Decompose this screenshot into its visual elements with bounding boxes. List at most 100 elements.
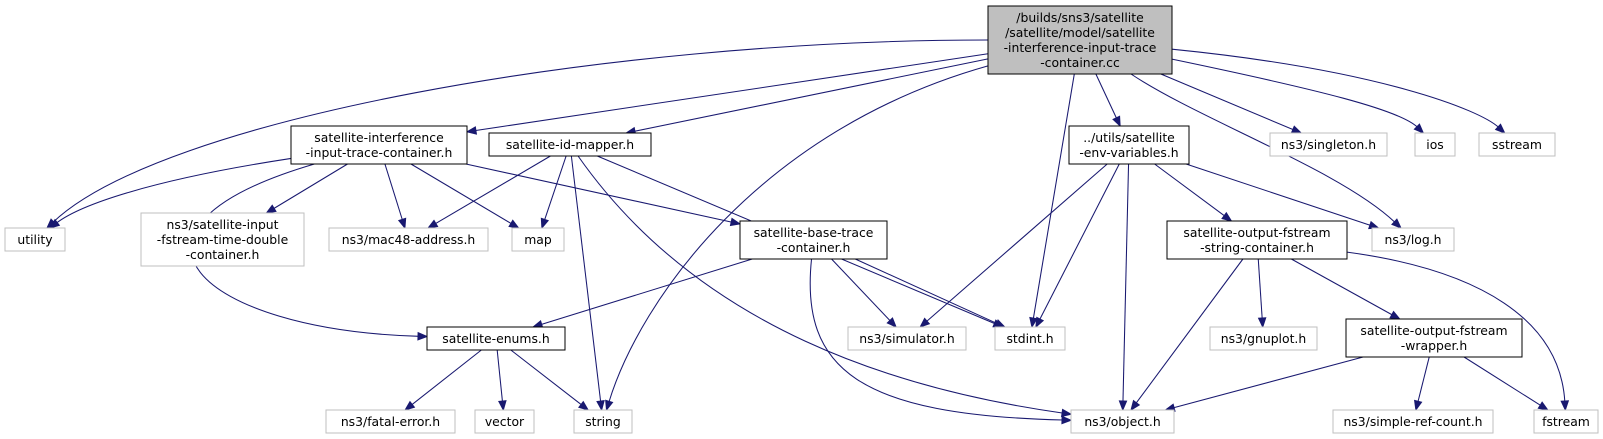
- node-box: [987, 5, 1173, 75]
- node-box: [328, 227, 489, 252]
- edge-root-to-stdint-arrowhead: [1029, 316, 1038, 329]
- node-enums[interactable]: satellite-enums.h: [426, 326, 566, 351]
- edge-root-to-env-vars-arrowhead: [1112, 115, 1121, 128]
- node-mac48: ns3/mac48-address.h: [328, 227, 489, 252]
- edge-out-string-to-gnuplot-arrowhead: [1257, 317, 1267, 329]
- node-label-line: -wrapper.h: [1401, 338, 1467, 353]
- edge-root-to-singleton: [1160, 73, 1294, 131]
- edge-base-trace-to-stdint: [855, 258, 998, 325]
- node-label-line: ns3/object.h: [1084, 414, 1160, 429]
- node-label-line: satellite-enums.h: [442, 331, 549, 346]
- node-box: [1478, 132, 1556, 157]
- node-out-wrapper[interactable]: satellite-output-fstream-wrapper.h: [1345, 318, 1523, 358]
- node-label-line: -string-container.h: [1200, 240, 1314, 255]
- node-label-line: map: [524, 232, 552, 247]
- node-label-line: fstream: [1542, 414, 1590, 429]
- node-label-line: ns3/simple-ref-count.h: [1343, 414, 1482, 429]
- edge-env-vars-to-object-arrowhead: [1118, 400, 1128, 412]
- node-label-line: ns3/mac48-address.h: [342, 232, 476, 247]
- node-label-line: /builds/sns3/satellite: [1016, 10, 1143, 25]
- edge-out-wrapper-to-fstream: [1463, 356, 1542, 407]
- node-base-trace[interactable]: satellite-base-trace-container.h: [739, 220, 888, 260]
- node-label-line: -fstream-time-double: [157, 232, 288, 247]
- edge-sat-interf-to-enums: [190, 163, 420, 337]
- edge-sat-id-mapper-to-mac48-arrowhead: [426, 219, 439, 229]
- edge-base-trace-to-simulator: [831, 258, 891, 322]
- node-label-line: string: [585, 414, 621, 429]
- edge-root-to-utility: [52, 39, 989, 223]
- node-log: ns3/log.h: [1371, 227, 1455, 252]
- node-box: [847, 326, 967, 351]
- edge-out-wrapper-to-simple-ref-arrowhead: [1414, 399, 1423, 412]
- edge-sat-interf-to-mac48: [384, 163, 404, 221]
- node-box: [1533, 409, 1599, 434]
- node-label-line: ns3/satellite-input: [166, 217, 278, 232]
- node-simple-ref: ns3/simple-ref-count.h: [1332, 409, 1494, 434]
- node-vector: vector: [474, 409, 535, 434]
- edge-root-to-sstream-arrowhead: [1494, 123, 1506, 134]
- node-sat-id-mapper[interactable]: satellite-id-mapper.h: [488, 132, 652, 157]
- edge-root-to-ios: [1171, 58, 1419, 128]
- node-label-line: -container.h: [186, 247, 260, 262]
- node-box: [1414, 132, 1456, 157]
- edge-enums-to-string: [510, 349, 583, 406]
- edge-env-vars-to-simulator: [925, 163, 1108, 323]
- edge-sat-id-mapper-to-object: [577, 155, 1064, 414]
- nodes-layer: /builds/sns3/satellite/satellite/model/s…: [4, 5, 1599, 434]
- node-label-line: vector: [485, 414, 525, 429]
- edge-root-to-sat-id-mapper: [633, 58, 989, 132]
- edge-root-to-sat-interf: [474, 53, 989, 132]
- node-box: [1345, 318, 1523, 358]
- node-out-string[interactable]: satellite-output-fstream-string-containe…: [1166, 220, 1348, 260]
- node-sstream: sstream: [1478, 132, 1556, 157]
- node-root[interactable]: /builds/sns3/satellite/satellite/model/s…: [987, 5, 1173, 75]
- edges-layer: [46, 39, 1570, 425]
- edge-root-to-sat-interf-arrowhead: [465, 126, 478, 135]
- edge-root-to-log-arrowhead: [1391, 218, 1402, 229]
- node-box: [1209, 326, 1318, 351]
- node-label-line: ../utils/satellite: [1083, 130, 1175, 145]
- node-label-line: utility: [17, 232, 52, 247]
- node-label-line: satellite-output-fstream: [1183, 225, 1330, 240]
- edge-root-to-singleton-arrowhead: [1290, 125, 1303, 134]
- node-label-line: satellite-output-fstream: [1360, 323, 1507, 338]
- edge-root-to-stdint: [1032, 73, 1075, 320]
- edge-enums-to-vector-arrowhead: [498, 400, 507, 412]
- edge-out-wrapper-to-simple-ref: [1417, 356, 1430, 403]
- node-box: [426, 326, 566, 351]
- edge-sat-interf-to-map-arrowhead: [508, 219, 520, 229]
- edge-sat-id-mapper-to-object-arrowhead: [1060, 408, 1073, 418]
- edge-sat-interf-to-enums-arrowhead: [417, 331, 429, 341]
- edge-sat-interf-to-base-trace: [465, 163, 733, 223]
- edge-sat-interf-to-utility: [56, 157, 292, 224]
- edge-root-to-string-arrowhead: [605, 399, 614, 412]
- node-box: [1166, 220, 1348, 260]
- node-label-line: -env-variables.h: [1079, 145, 1178, 160]
- node-map: map: [511, 227, 565, 252]
- node-fstream-time: ns3/satellite-input-fstream-time-double-…: [140, 212, 305, 267]
- node-label-line: /satellite/model/satellite: [1005, 25, 1155, 40]
- node-fstream: fstream: [1533, 409, 1599, 434]
- node-sat-interf[interactable]: satellite-interference-input-trace-conta…: [290, 125, 468, 165]
- node-label-line: satellite-interference: [314, 130, 443, 145]
- node-label-line: satellite-id-mapper.h: [506, 137, 634, 152]
- edge-base-trace-to-enums: [540, 258, 753, 326]
- edge-sat-id-mapper-to-string-arrowhead: [596, 400, 605, 412]
- edge-sat-id-mapper-to-map: [543, 155, 567, 221]
- edge-out-string-to-gnuplot: [1257, 258, 1263, 320]
- node-label-line: ns3/log.h: [1384, 232, 1441, 247]
- edge-out-string-to-out-wrapper-arrowhead: [1389, 310, 1401, 320]
- node-label-line: ns3/fatal-error.h: [341, 414, 440, 429]
- edge-enums-to-fatal: [411, 349, 482, 406]
- node-label-line: -container.h: [777, 240, 851, 255]
- node-env-vars[interactable]: ../utils/satellite-env-variables.h: [1068, 125, 1190, 165]
- edge-env-vars-to-simulator-arrowhead: [919, 317, 931, 328]
- edge-env-vars-to-out-string: [1154, 163, 1226, 217]
- node-box: [325, 409, 456, 434]
- edge-env-vars-to-stdint-arrowhead: [1035, 316, 1045, 329]
- node-box: [573, 409, 633, 434]
- node-box: [1332, 409, 1494, 434]
- edge-sat-interf-to-fstream-time: [272, 163, 348, 210]
- node-box: [1068, 125, 1190, 165]
